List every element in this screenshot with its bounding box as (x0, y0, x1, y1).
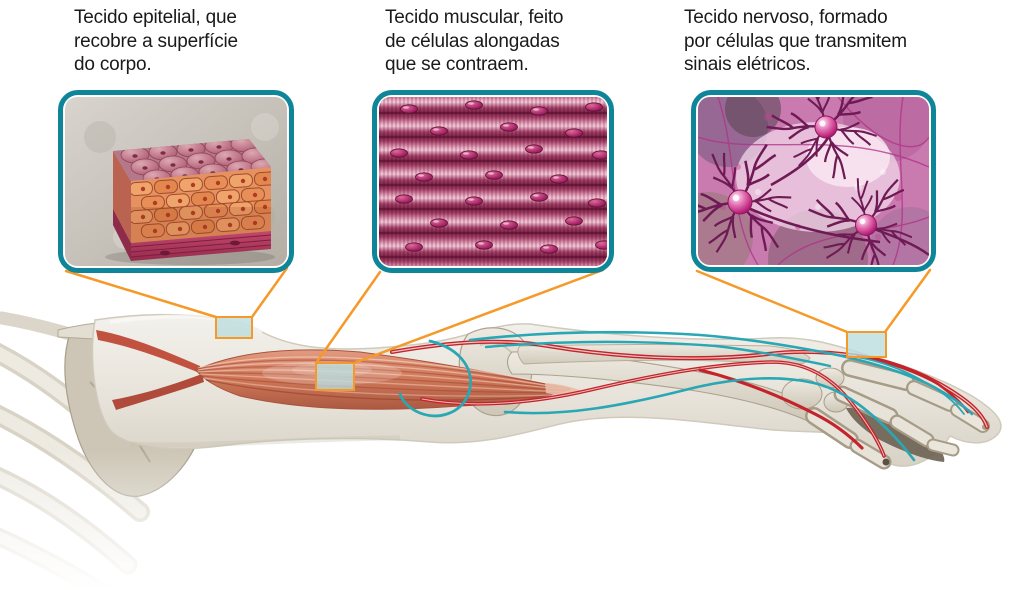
forearm-bones (458, 327, 817, 423)
label-epithelial-line1: Tecido epitelial, que (74, 7, 237, 28)
label-epithelial: Tecido epitelial, que recobre a superfíc… (74, 6, 238, 77)
epithelial-sample-marker (215, 316, 253, 339)
muscular-sample-marker (315, 362, 355, 391)
muscular-tissue-illustration (379, 97, 607, 266)
label-muscular-line1: Tecido muscular, feito (385, 7, 564, 28)
leader-nervous-right (883, 268, 932, 334)
label-muscular: Tecido muscular, feito de células alonga… (385, 6, 564, 77)
label-nervous-line1: Tecido nervoso, formado (684, 7, 888, 28)
label-epithelial-line3: do corpo. (74, 54, 152, 75)
label-nervous-line3: sinais elétricos. (684, 54, 811, 75)
label-muscular-line3: que se contraem. (385, 54, 529, 75)
callout-muscular (372, 90, 614, 273)
arteries (390, 339, 989, 458)
nervous-sample-marker (846, 331, 887, 358)
ribs-bones (0, 311, 150, 590)
label-muscular-line2: de células alongadas (385, 30, 560, 52)
label-epithelial-line2: recobre a superfície (74, 30, 238, 52)
leader-nervous-left (695, 269, 849, 334)
label-nervous-line2: por células que transmitem (684, 30, 907, 52)
leader-muscular-left (314, 270, 382, 365)
leader-epithelial-right (250, 266, 289, 319)
hand-bones (781, 359, 990, 470)
shoulder-bones (57, 320, 270, 497)
label-nervous: Tecido nervoso, formado por células que … (684, 6, 907, 77)
leader-epithelial-left (64, 269, 218, 319)
rib-fade-overlay (0, 450, 210, 590)
callout-nervous (691, 90, 936, 272)
epithelial-tissue-illustration (65, 97, 287, 266)
callout-epithelial (58, 90, 294, 273)
leader-muscular-right (352, 268, 605, 365)
nervous-tissue-illustration (698, 97, 929, 265)
